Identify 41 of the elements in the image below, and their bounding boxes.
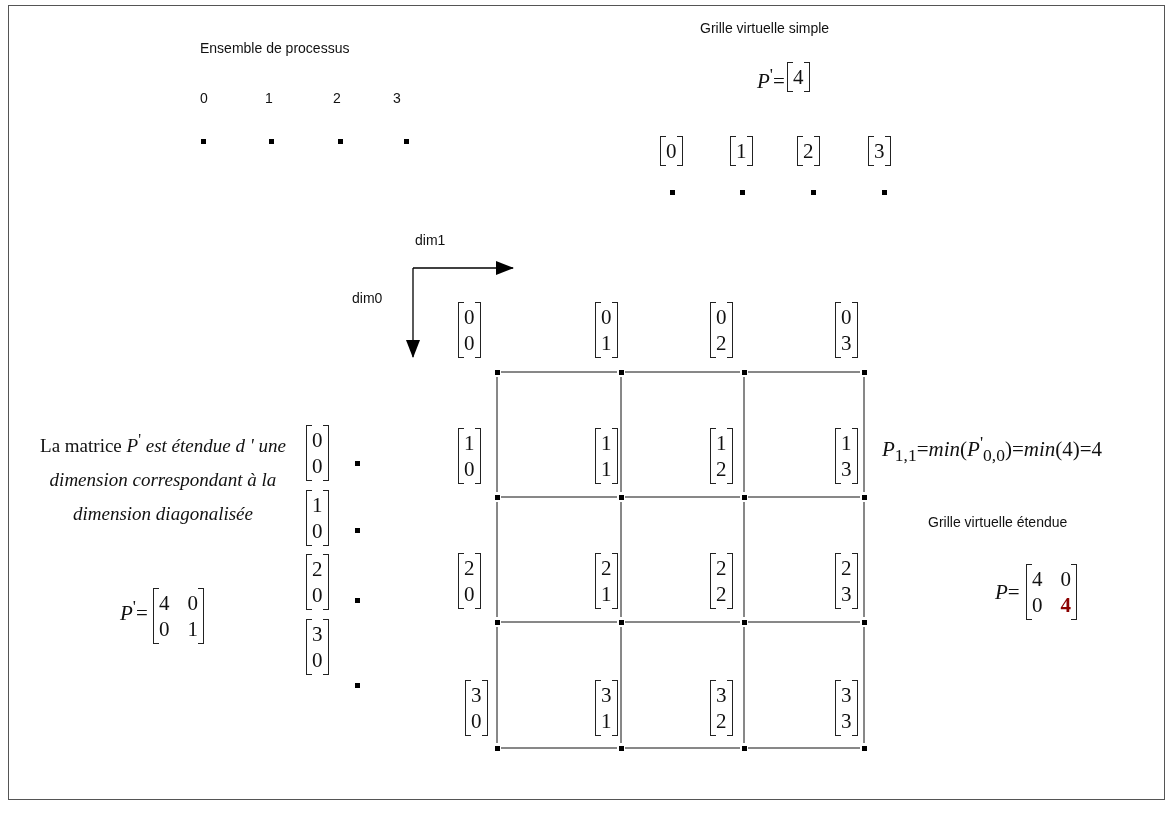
matrix: 3 0 [306, 619, 329, 675]
matrix: 0 3 [835, 302, 858, 358]
axis-label: dim1 [415, 232, 446, 248]
matrix: 2 0 [458, 553, 481, 609]
matrix: 4 [787, 62, 810, 92]
matrix: 2 3 [835, 553, 858, 609]
note-text: La matrice P$^{'}$ est étendue d ' une dimension correspondant à la dimension diagonalisée [39, 430, 287, 527]
matrix: 1 0 [458, 428, 481, 484]
text-label: Grille virtuelle étendue [928, 514, 1068, 530]
matrix: 0 [660, 136, 683, 166]
text-label: 0 [200, 90, 208, 106]
formula: P= [995, 580, 1020, 605]
matrix: 1 1 [595, 428, 618, 484]
axis-label: dim0 [352, 290, 383, 306]
matrix: 4 0 0 4 [1026, 564, 1077, 620]
matrix: 1 2 [710, 428, 733, 484]
matrix: 4 0 0 1 [153, 588, 204, 644]
matrix: 3 1 [595, 680, 618, 736]
formula: P$_{1,1}$=min(P$^{'}$$_{0,0}$)=min(4)=4 [882, 432, 1103, 467]
formula: P$^{'}$= [757, 64, 785, 94]
matrix: 1 0 [306, 490, 329, 546]
matrix: 0 0 [306, 425, 329, 481]
matrix: 1 [730, 136, 753, 166]
matrix: 0 1 [595, 302, 618, 358]
matrix: 3 3 [835, 680, 858, 736]
formula: P$^{'}$= [120, 596, 148, 626]
matrix: 3 0 [465, 680, 488, 736]
matrix: 0 0 [458, 302, 481, 358]
text-label: 2 [333, 90, 341, 106]
matrix: 2 1 [595, 553, 618, 609]
matrix: 3 2 [710, 680, 733, 736]
text-label: 3 [393, 90, 401, 106]
matrix: 3 [868, 136, 891, 166]
matrix: 2 2 [710, 553, 733, 609]
text-label: 1 [265, 90, 273, 106]
text-label: Grille virtuelle simple [700, 20, 830, 36]
matrix: 1 3 [835, 428, 858, 484]
text-label: Ensemble de processus [200, 40, 350, 56]
matrix: 0 2 [710, 302, 733, 358]
matrix: 2 [797, 136, 820, 166]
matrix: 2 0 [306, 554, 329, 610]
